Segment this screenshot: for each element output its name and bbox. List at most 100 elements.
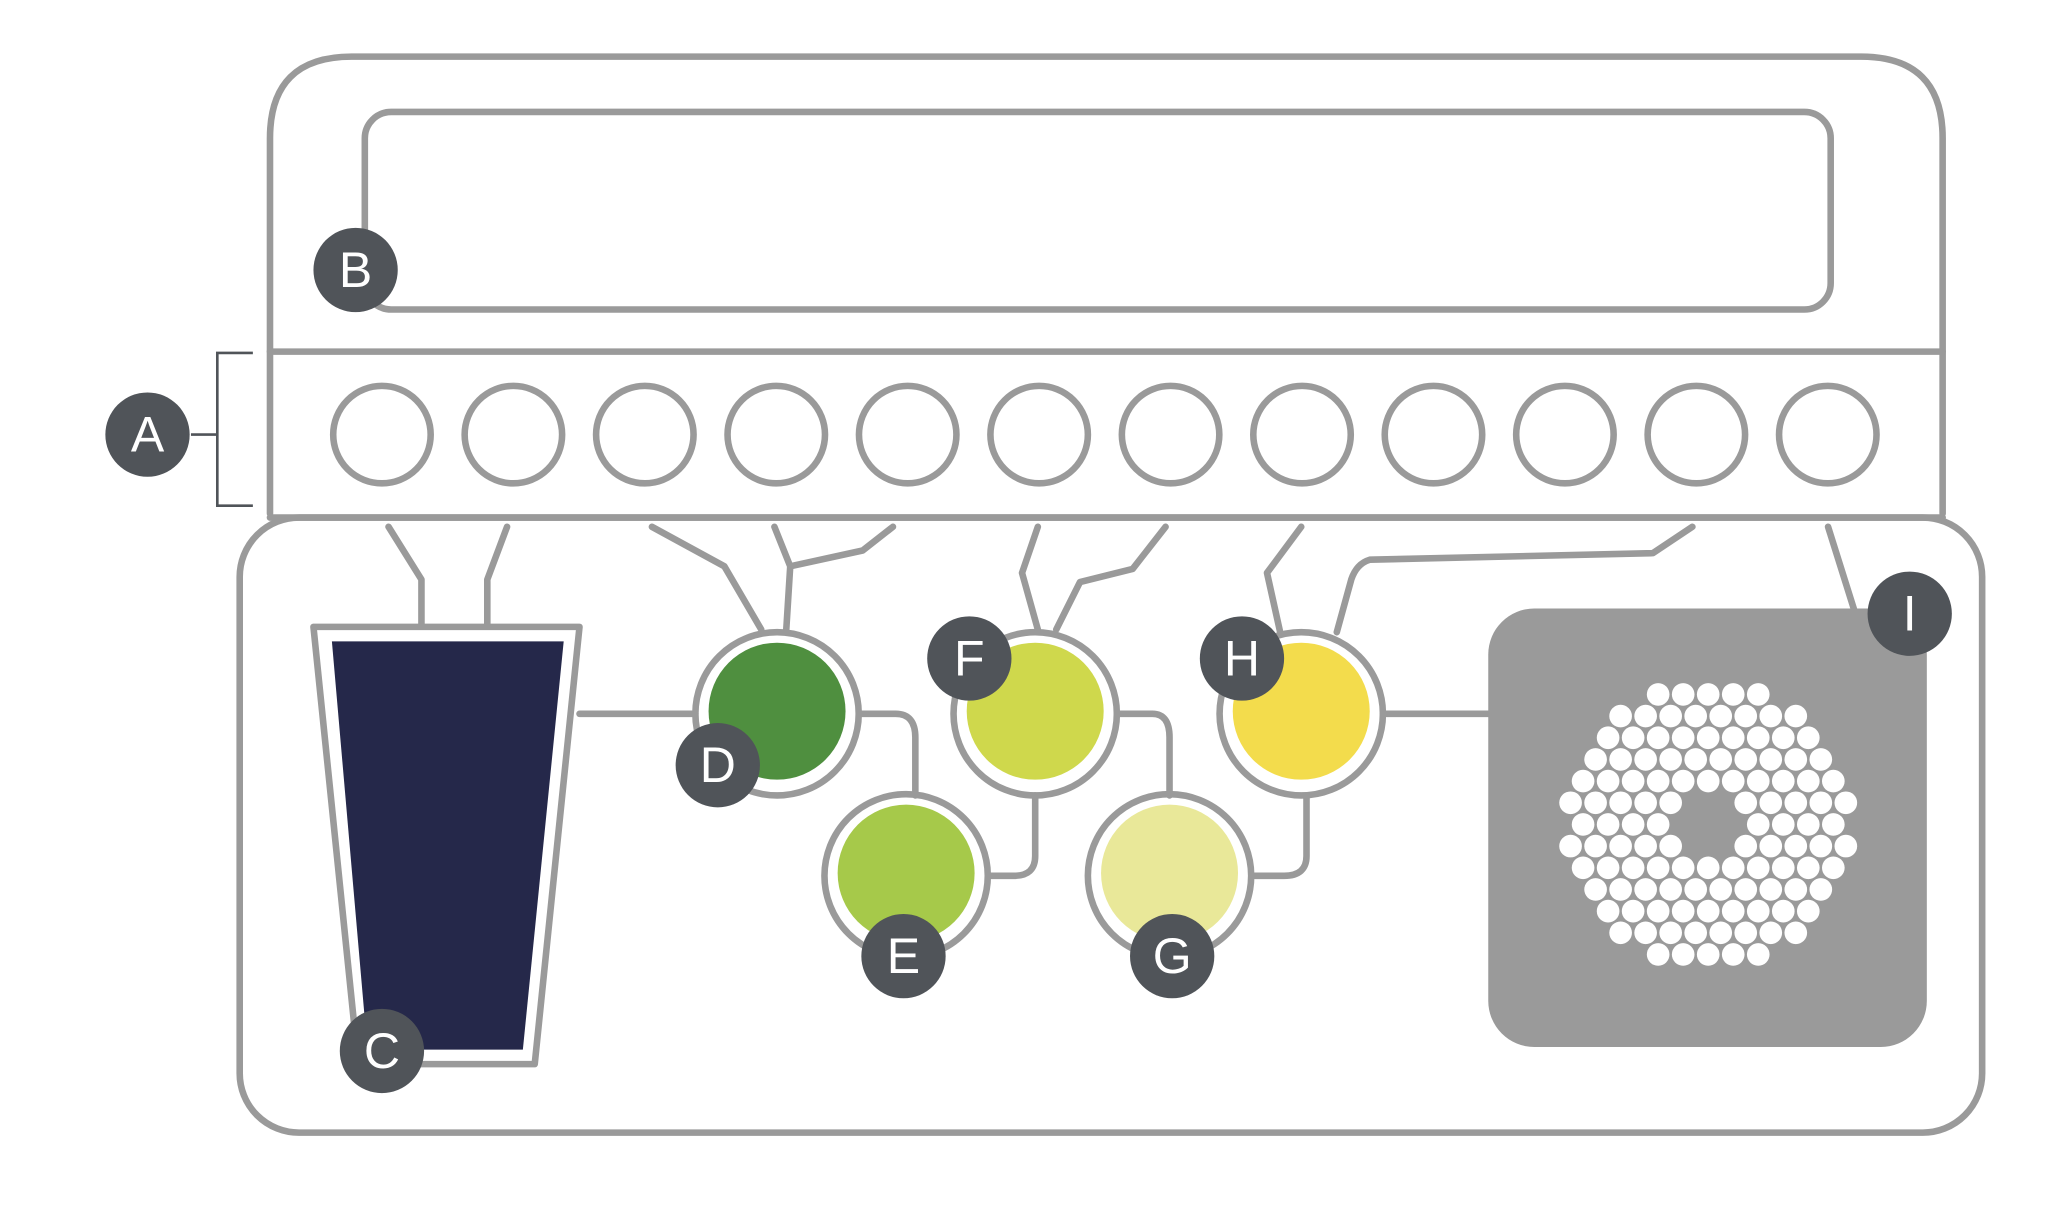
bracket-a	[190, 351, 253, 508]
sensor-dot	[1609, 748, 1632, 771]
sensor-dot	[1671, 943, 1695, 966]
sensor-dot	[1646, 856, 1670, 880]
sensor-dot	[1609, 834, 1632, 858]
port-11	[1644, 382, 1749, 487]
port-10	[1512, 382, 1617, 487]
marker-i-label: I	[1903, 586, 1917, 642]
sensor-dot	[1634, 791, 1657, 815]
sensor-dot	[1659, 791, 1682, 815]
sensor-dot	[1559, 834, 1582, 858]
sensor-dot	[1596, 899, 1620, 923]
sensor-dot	[1809, 748, 1833, 771]
sensor-dot-array	[1559, 683, 1858, 966]
sensor-dot	[1671, 856, 1695, 880]
sensor-dot	[1784, 878, 1808, 901]
marker-b-label: B	[339, 242, 372, 298]
sensor-dot	[1709, 704, 1733, 728]
sensor-dot	[1734, 748, 1758, 771]
sensor-dot	[1584, 834, 1607, 858]
sensor-dot	[1634, 834, 1657, 858]
sensor-dot	[1746, 683, 1770, 706]
sensor-dot	[1796, 813, 1820, 836]
sensor-dot	[1659, 748, 1682, 771]
sensor-dot	[1759, 791, 1783, 815]
sensor-dot	[1721, 899, 1745, 923]
sensor-dot	[1721, 683, 1745, 706]
sensor-dot	[1646, 899, 1670, 923]
sensor-dot	[1721, 769, 1745, 793]
sensor-dot	[1759, 921, 1783, 945]
sensor-dot	[1684, 878, 1708, 901]
sensor-dot	[1746, 899, 1770, 923]
sensor-dot	[1784, 921, 1808, 945]
sensor-dot	[1821, 769, 1845, 793]
port-12	[1775, 382, 1880, 487]
sensor-dot	[1771, 726, 1795, 750]
sensor-dot	[1646, 943, 1670, 966]
port-5	[855, 382, 960, 487]
port-8	[1250, 382, 1355, 487]
marker-f-label: F	[954, 630, 985, 686]
sensor-dot	[1784, 791, 1808, 815]
sensor-dot	[1621, 726, 1645, 750]
marker-e: E	[861, 913, 946, 999]
sensor-dot	[1796, 856, 1820, 880]
sensor-dot	[1684, 921, 1708, 945]
marker-c-label: C	[364, 1023, 400, 1079]
sensor-dot	[1696, 769, 1720, 793]
sensor-dot	[1634, 704, 1657, 728]
port-3	[592, 382, 697, 487]
sensor-dot	[1634, 748, 1657, 771]
sensor-dot	[1646, 813, 1670, 836]
sensor-dot	[1609, 921, 1632, 945]
sensor-dot	[1809, 791, 1833, 815]
sensor-dot	[1634, 921, 1657, 945]
sensor-dot	[1646, 769, 1670, 793]
sensor-dot	[1659, 921, 1682, 945]
sensor-dot	[1621, 769, 1645, 793]
port-2	[461, 382, 566, 487]
sensor-dot	[1734, 834, 1758, 858]
top-housing	[266, 53, 1946, 517]
sensor-dot	[1559, 791, 1582, 815]
sensor-dot	[1821, 813, 1845, 836]
sensor-dot	[1621, 813, 1645, 836]
sensor-dot	[1746, 769, 1770, 793]
marker-f: F	[927, 616, 1012, 701]
sensor-dot	[1709, 748, 1733, 771]
sensor-dot	[1684, 704, 1708, 728]
sensor-dot	[1684, 748, 1708, 771]
sensor-dot	[1721, 856, 1745, 880]
sensor-dot	[1709, 921, 1733, 945]
sensor-dot	[1609, 704, 1632, 728]
sensor-dot	[1834, 834, 1858, 858]
sensor-dot	[1659, 834, 1682, 858]
sensor-dot	[1721, 943, 1745, 966]
sensor-dot	[1571, 813, 1595, 836]
sensor-dot	[1809, 878, 1833, 901]
marker-i: I	[1867, 571, 1952, 656]
sensor-dot	[1659, 878, 1682, 901]
sensor-dot	[1671, 769, 1695, 793]
marker-c: C	[339, 1008, 425, 1094]
sensor-dot	[1734, 878, 1758, 901]
sensor-dot	[1671, 899, 1695, 923]
sensor-dot	[1746, 943, 1770, 966]
sensor-dot	[1809, 834, 1833, 858]
marker-a: A	[105, 392, 190, 477]
marker-e-label: E	[887, 928, 920, 984]
port-4	[724, 382, 829, 487]
sensor-dot	[1821, 856, 1845, 880]
sensor-panel	[1488, 608, 1927, 1048]
sensor-dot	[1709, 878, 1733, 901]
sensor-dot	[1784, 704, 1808, 728]
marker-g: G	[1130, 913, 1215, 999]
sensor-dot	[1596, 856, 1620, 880]
marker-d: D	[675, 723, 760, 808]
sensor-dot	[1571, 769, 1595, 793]
sensor-dot	[1784, 834, 1808, 858]
sensor-dot	[1609, 791, 1632, 815]
reservoir-outline	[310, 623, 583, 1068]
sensor-dot	[1696, 943, 1720, 966]
